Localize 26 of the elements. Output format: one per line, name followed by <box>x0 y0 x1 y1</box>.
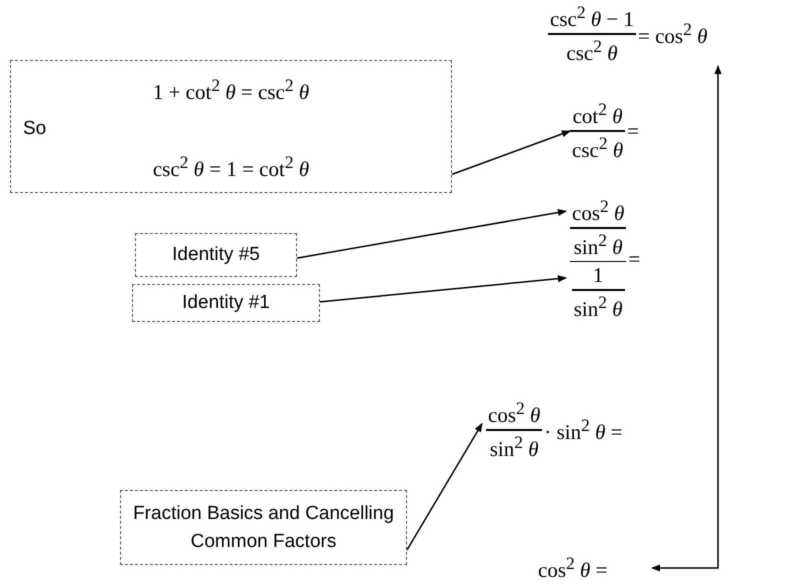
dashed-box <box>10 60 452 193</box>
equation: 1 + cot$^{2}$ θ = csc$^{2}$ θ <box>152 75 310 105</box>
denominator: sin$^{2}$ θ <box>572 292 624 322</box>
denominator: sin$^{2}$ θ <box>572 230 624 260</box>
equation: · sin$^{2}$ θ = <box>543 415 624 445</box>
numerator: csc$^{2}$ θ − 1 <box>549 2 635 32</box>
dashed-box: Identity #5 <box>135 233 297 277</box>
arrow <box>406 422 483 550</box>
numerator: cos$^{2}$ θ <box>571 196 626 226</box>
text: So <box>23 118 48 140</box>
arrow <box>651 65 722 572</box>
numerator: cos$^{2}$ θ <box>487 398 542 428</box>
denominator: csc$^{2}$ θ <box>565 36 619 66</box>
arrow <box>452 130 571 176</box>
equation: = cos$^{2}$ θ <box>637 19 708 49</box>
numerator: cot$^{2}$ θ <box>572 99 624 130</box>
equation: = <box>626 118 640 144</box>
equation: csc$^{2}$ θ = 1 = cot$^{2}$ θ <box>152 152 310 182</box>
dashed-box: Fraction Basics and Cancelling Common Factors <box>120 490 407 565</box>
equation: = <box>627 246 642 272</box>
numerator: 1 <box>592 263 604 288</box>
denominator: csc$^{2}$ θ <box>571 132 624 163</box>
denominator: sin$^{2}$ θ <box>488 432 540 462</box>
arrow <box>320 275 567 303</box>
equation: cos$^{2}$ θ = <box>537 553 608 583</box>
dashed-box: Identity #1 <box>132 284 320 322</box>
